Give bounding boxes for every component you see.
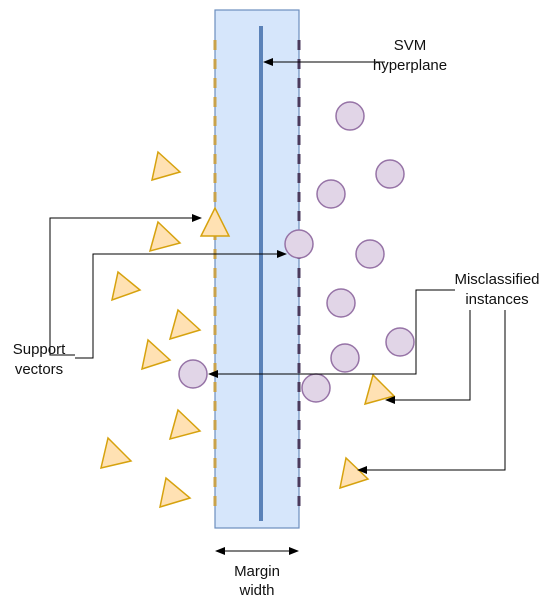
misclassified-label-line2: instances	[465, 291, 528, 308]
circle-point	[284, 229, 314, 259]
triangle-point	[168, 408, 202, 441]
circle-point	[326, 288, 356, 318]
hyperplane-label-line1: SVM	[394, 37, 427, 54]
misclassified-arrow-3	[357, 310, 506, 474]
margin-width-label-line1: Margin	[234, 563, 280, 580]
circle-point	[335, 101, 365, 131]
circle-point	[385, 327, 415, 357]
annotation-arrows	[49, 58, 506, 555]
triangle-class-points	[99, 150, 396, 509]
support-vectors-label-line2: vectors	[15, 361, 63, 378]
circle-point	[330, 343, 360, 373]
triangle-point	[159, 476, 192, 509]
triangle-point	[148, 220, 182, 253]
misclassified-arrow-1	[208, 289, 455, 378]
margin-band	[214, 9, 300, 529]
circle-point	[375, 159, 405, 189]
support-vector-arrow-1	[49, 214, 202, 356]
support-vectors-label-line1: Support	[13, 341, 66, 358]
triangle-point	[151, 150, 182, 182]
circle-point	[316, 179, 346, 209]
misclassified-arrow-2	[385, 310, 471, 404]
hyperplane-label-line2: hyperplane	[373, 57, 447, 74]
triangle-point	[199, 206, 231, 237]
circle-point	[355, 239, 385, 269]
triangle-point	[99, 436, 133, 470]
misclassified-label-line1: Misclassified	[454, 271, 539, 288]
triangle-point-misclassified	[339, 456, 370, 490]
triangle-point	[168, 308, 202, 341]
triangle-point	[110, 270, 142, 302]
support-vector-arrow-2	[75, 250, 287, 359]
circle-point-misclassified	[178, 359, 208, 389]
margin-width-label-line2: width	[238, 582, 274, 599]
circle-point	[301, 373, 331, 403]
triangle-point	[141, 338, 172, 371]
circle-class-points	[178, 101, 415, 403]
